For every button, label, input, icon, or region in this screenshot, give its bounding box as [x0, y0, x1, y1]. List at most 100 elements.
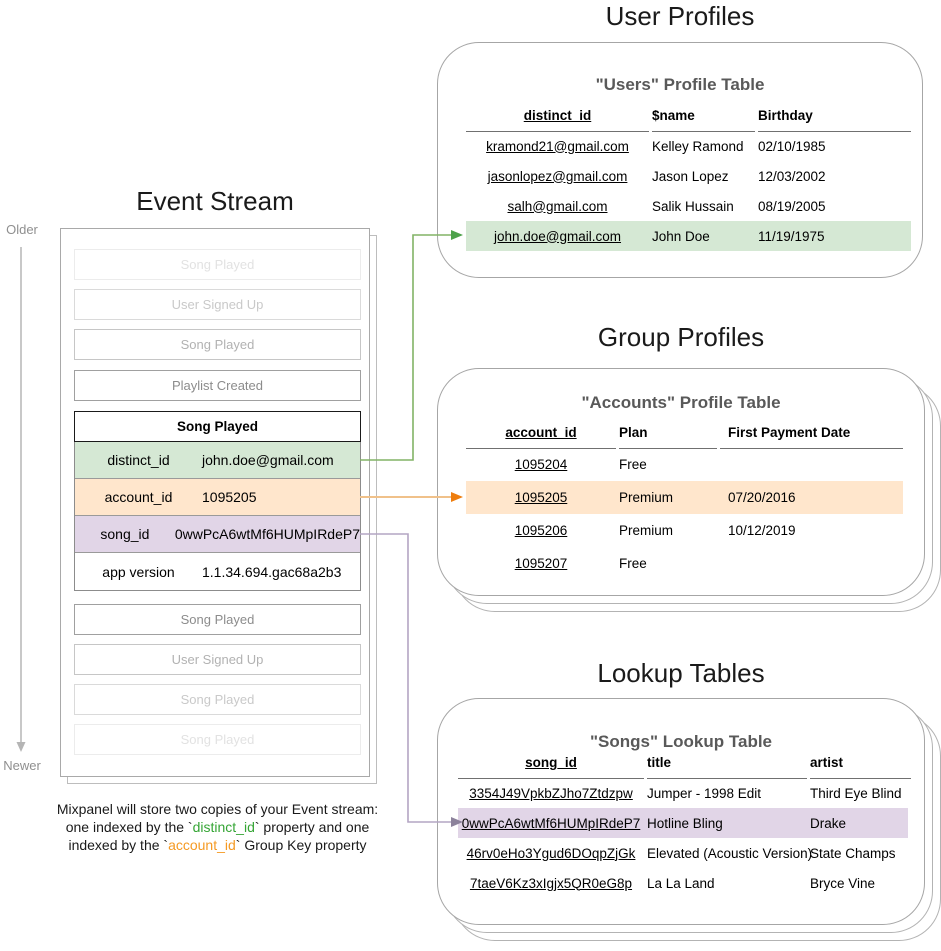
accounts-profile-table: account_id Plan First Payment Date 10952…: [466, 418, 903, 580]
column-header: Birthday: [758, 101, 911, 132]
table-cell: 10/12/2019: [728, 523, 796, 538]
event-box: Song Played: [74, 329, 361, 360]
accounts-profile-card: "Accounts" Profile Table account_id Plan…: [437, 368, 925, 596]
event-property-row-app-version: app version 1.1.34.694.gac68a2b3: [75, 553, 360, 590]
table-cell: 1095206: [514, 523, 568, 538]
table-row: 7taeV6Kz3xIgjx5QR0eG8p La La Land Bryce …: [458, 868, 908, 898]
column-header: $name: [652, 101, 755, 132]
table-cell: 1095205: [514, 490, 568, 505]
table-cell: John Doe: [652, 228, 710, 244]
table-cell: State Champs: [810, 845, 896, 861]
table-row: 1095207 Free: [466, 547, 903, 580]
table-cell: 0wwPcA6wtMf6HUMpIRdeP7: [461, 815, 641, 831]
caption-line2-before: one indexed by the `: [65, 819, 193, 835]
table-cell: 3354J49VpkbZJho7Ztdzpw: [469, 785, 633, 801]
table-cell: 08/19/2005: [758, 198, 826, 214]
user-profiles-title: User Profiles: [605, 1, 755, 31]
table-cell: 46rv0eHo3Ygud6DOqpZjGk: [466, 845, 636, 861]
table-header-row: account_id Plan First Payment Date: [466, 418, 903, 449]
column-header: Plan: [619, 418, 717, 449]
table-cell: 07/20/2016: [728, 490, 796, 505]
table-cell: 12/03/2002: [758, 168, 826, 184]
caption-line3-before: indexed by the `: [68, 837, 169, 853]
caption: Mixpanel will store two copies of your E…: [25, 800, 410, 854]
event-box: Song Played: [74, 604, 361, 635]
event-box: Song Played: [74, 724, 361, 755]
event-label: User Signed Up: [171, 652, 264, 667]
table-cell: 7taeV6Kz3xIgjx5QR0eG8p: [469, 875, 633, 891]
event-stream-container: Song Played User Signed Up Song Played P…: [60, 228, 370, 777]
table-cell: Premium: [619, 523, 674, 538]
column-header: account_id: [466, 418, 616, 449]
expanded-event-title: Song Played: [74, 411, 361, 442]
table-cell: Jason Lopez: [652, 168, 729, 184]
users-profile-table: distinct_id $name Birthday kramond21@gma…: [466, 101, 911, 251]
group-profiles-title: Group Profiles: [597, 322, 765, 352]
table-cell: 02/10/1985: [758, 138, 826, 154]
songs-lookup-card: "Songs" Lookup Table song_id title artis…: [437, 698, 925, 925]
table-row: kramond21@gmail.com Kelley Ramond 02/10/…: [466, 131, 911, 161]
table-cell: salh@gmail.com: [507, 198, 608, 214]
table-row: salh@gmail.com Salik Hussain 08/19/2005: [466, 191, 911, 221]
table-row: 3354J49VpkbZJho7Ztdzpw Jumper - 1998 Edi…: [458, 778, 908, 808]
column-header: distinct_id: [466, 101, 649, 132]
table-cell: La La Land: [647, 875, 715, 891]
caption-line3-after: ` Group Key property: [235, 837, 367, 853]
property-key: account_id: [104, 489, 173, 505]
table-row: jasonlopez@gmail.com Jason Lopez 12/03/2…: [466, 161, 911, 191]
caption-line1: Mixpanel will store two copies of your E…: [56, 801, 379, 817]
expanded-event-card: Song Played distinct_id john.doe@gmail.c…: [74, 411, 361, 591]
column-header: title: [647, 748, 807, 779]
table-cell: Salik Hussain: [652, 198, 734, 214]
lookup-tables-title: Lookup Tables: [597, 658, 765, 688]
table-cell: 1095207: [514, 556, 568, 571]
table-row: 1095206 Premium 10/12/2019: [466, 514, 903, 547]
newer-label: Newer: [3, 758, 41, 773]
event-label: Song Played: [180, 337, 255, 352]
table-cell: 11/19/1975: [758, 228, 825, 244]
event-label: Song Played: [180, 732, 255, 747]
table-header-row: song_id title artist: [458, 748, 911, 779]
property-value: 0wwPcA6wtMf6HUMpIRdeP7: [174, 526, 360, 542]
users-profile-card: "Users" Profile Table distinct_id $name …: [437, 42, 923, 278]
event-label: Playlist Created: [171, 378, 264, 393]
table-cell: Third Eye Blind: [810, 785, 902, 801]
table-row: 1095204 Free: [466, 448, 903, 481]
table-cell: Drake: [810, 815, 847, 831]
table-cell: Free: [619, 556, 647, 571]
caption-account-id: account_id: [168, 837, 236, 853]
songs-table-title: "Songs" Lookup Table: [589, 732, 773, 751]
event-box: Playlist Created: [74, 370, 361, 401]
column-header: song_id: [458, 748, 644, 779]
table-cell: Bryce Vine: [810, 875, 876, 891]
caption-line2-after: ` property and one: [254, 819, 370, 835]
event-label: User Signed Up: [171, 297, 264, 312]
table-cell: Free: [619, 457, 647, 472]
event-box: Song Played: [74, 684, 361, 715]
event-property-row-account-id: account_id 1095205: [75, 479, 360, 516]
property-key: distinct_id: [107, 452, 170, 468]
table-cell: john.doe@gmail.com: [493, 228, 622, 244]
property-value: john.doe@gmail.com: [202, 452, 334, 468]
column-header: First Payment Date: [720, 418, 903, 449]
event-box: User Signed Up: [74, 644, 361, 675]
table-row: 46rv0eHo3Ygud6DOqpZjGk Elevated (Acousti…: [458, 838, 908, 868]
event-property-row-song-id: song_id 0wwPcA6wtMf6HUMpIRdeP7: [75, 516, 360, 553]
caption-distinct-id: distinct_id: [192, 819, 255, 835]
property-key: song_id: [100, 526, 150, 542]
table-row-highlighted: 1095205 Premium 07/20/2016: [466, 481, 903, 514]
songs-lookup-table: song_id title artist 3354J49VpkbZJho7Ztd…: [458, 748, 911, 898]
event-label: Song Played: [180, 692, 255, 707]
event-property-row-distinct-id: distinct_id john.doe@gmail.com: [75, 442, 360, 479]
older-label: Older: [6, 222, 38, 237]
table-cell: Elevated (Acoustic Version): [647, 845, 813, 861]
accounts-table-title: "Accounts" Profile Table: [581, 393, 781, 412]
table-cell: kramond21@gmail.com: [486, 138, 629, 154]
property-value: 1095205: [202, 489, 257, 505]
event-label: Song Played: [180, 257, 255, 272]
table-header-row: distinct_id $name Birthday: [466, 101, 911, 132]
table-row-highlighted: john.doe@gmail.com John Doe 11/19/1975: [466, 221, 911, 251]
table-cell: jasonlopez@gmail.com: [487, 168, 628, 184]
property-key: app version: [102, 563, 175, 580]
